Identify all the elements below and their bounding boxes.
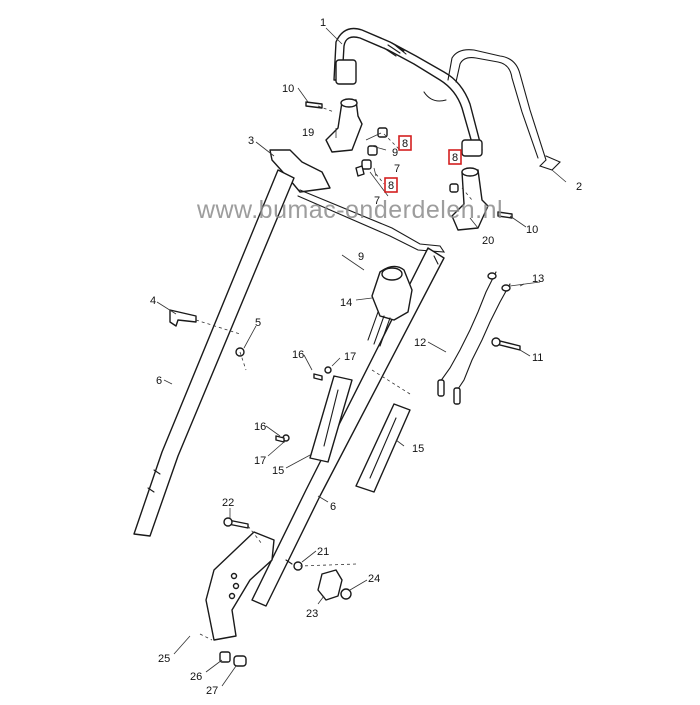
callout-8-highlight-2: 8 <box>452 152 458 164</box>
callout-22: 22 <box>222 497 234 509</box>
cable-housing <box>367 265 413 347</box>
callout-5: 5 <box>255 317 261 329</box>
assembly-lines <box>195 105 473 641</box>
callout-13: 13 <box>532 273 544 285</box>
callout-17-lower: 17 <box>254 455 266 467</box>
callout-9-lower: 9 <box>358 251 364 263</box>
callout-10-right: 10 <box>526 224 538 236</box>
lower-bolt <box>223 517 249 529</box>
lower-handle-right <box>251 247 445 607</box>
callout-6-upper: 6 <box>156 375 162 387</box>
handle-clip <box>169 309 197 327</box>
callout-19: 19 <box>302 127 314 139</box>
mounting-plate <box>205 531 275 641</box>
bail-lever <box>447 49 561 171</box>
callout-2: 2 <box>576 181 582 193</box>
callout-4: 4 <box>150 295 156 307</box>
callout-7-lower: 7 <box>374 195 380 207</box>
upper-handle-bar <box>333 27 483 157</box>
screws <box>275 366 332 443</box>
handle-bracket-left <box>325 98 363 153</box>
callout-7-upper: 7 <box>394 163 400 175</box>
callout-27: 27 <box>206 685 218 697</box>
callout-23: 23 <box>306 608 318 620</box>
callout-6-lower: 6 <box>330 501 336 513</box>
spacers <box>219 651 247 667</box>
callout-16-lower: 16 <box>254 421 266 433</box>
control-cables <box>437 271 511 405</box>
callout-15-right: 15 <box>412 443 424 455</box>
callout-25: 25 <box>158 653 170 665</box>
bolt <box>491 337 521 351</box>
callout-15-left: 15 <box>272 465 284 477</box>
callout-8-highlight-3: 8 <box>388 180 394 192</box>
cable-guide-left <box>309 375 353 463</box>
callout-14: 14 <box>340 297 352 309</box>
highlighted-callouts: 8 8 8 <box>384 135 462 193</box>
callout-1: 1 <box>320 17 326 29</box>
callout-10-left: 10 <box>282 83 294 95</box>
callout-24: 24 <box>368 573 380 585</box>
handle-bracket-right <box>451 167 489 231</box>
callout-26: 26 <box>190 671 202 683</box>
callout-labels: 1 2 3 4 5 6 6 7 7 9 9 10 10 11 12 13 14 … <box>150 17 582 697</box>
callout-20: 20 <box>482 235 494 247</box>
lower-handle-left <box>133 169 295 537</box>
callout-12: 12 <box>414 337 426 349</box>
callout-3: 3 <box>248 135 254 147</box>
callout-8-highlight-1: 8 <box>402 138 408 150</box>
cable-bracket <box>269 149 446 253</box>
callout-21: 21 <box>317 546 329 558</box>
handle-knob <box>293 561 352 601</box>
callout-11: 11 <box>532 352 543 364</box>
callout-9-upper: 9 <box>392 147 398 159</box>
callout-16-upper: 16 <box>292 349 304 361</box>
callout-17-upper: 17 <box>344 351 356 363</box>
cable-guide-right <box>355 403 411 493</box>
